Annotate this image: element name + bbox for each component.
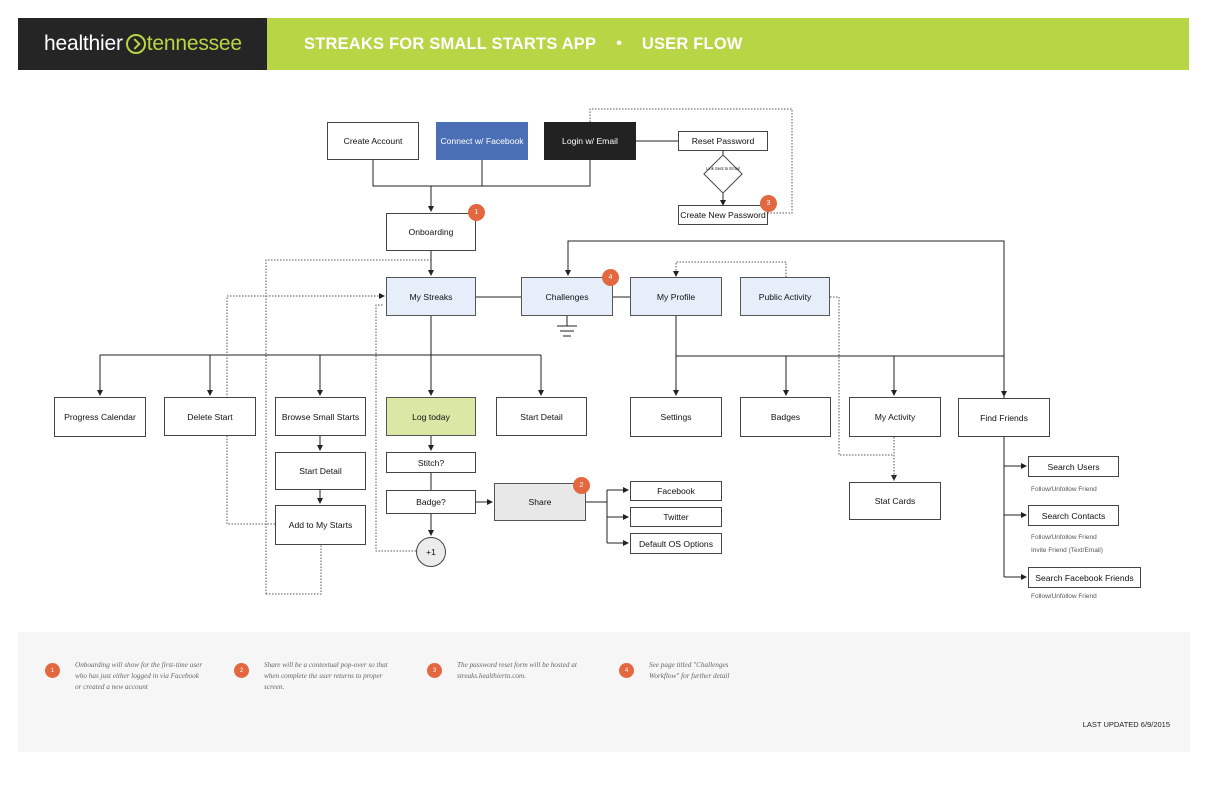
login-email-node: Login w/ Email (544, 122, 636, 160)
search-contacts-subnote: Follow/Unfollow Friend (1031, 534, 1097, 541)
note-1-badge: 1 (45, 663, 60, 678)
connect-facebook-node: Connect w/ Facebook (436, 122, 528, 160)
title-separator: • (616, 35, 622, 52)
badges-node: Badges (740, 397, 831, 437)
logo: healthier tennessee (44, 32, 242, 56)
stitch-node: Stitch? (386, 452, 476, 473)
create-account-node: Create Account (327, 122, 419, 160)
logo-word-tennessee: tennessee (146, 32, 242, 55)
note-1-text: Onboarding will show for the first-time … (75, 661, 203, 692)
logo-word-healthier: healthier (44, 32, 123, 55)
plus-one-node: +1 (416, 537, 446, 567)
settings-node: Settings (630, 397, 722, 437)
page-title: STREAKS FOR SMALL STARTS APP (304, 34, 597, 53)
public-activity-node: Public Activity (740, 277, 830, 316)
progress-calendar-node: Progress Calendar (54, 397, 146, 437)
create-new-password-node: Create New Password (678, 205, 768, 225)
log-today-node: Log today (386, 397, 476, 436)
reset-password-node: Reset Password (678, 131, 768, 151)
marker-1: 1 (468, 204, 485, 221)
footer-notes: 1 Onboarding will show for the first-tim… (18, 632, 1190, 752)
add-to-my-starts-node: Add to My Starts (275, 505, 366, 545)
default-os-share-node: Default OS Options (630, 533, 722, 554)
my-activity-node: My Activity (849, 397, 941, 437)
challenges-node: Challenges (521, 277, 613, 316)
note-4-badge: 4 (619, 663, 634, 678)
page-subtitle: USER FLOW (641, 34, 743, 53)
note-2-badge: 2 (234, 663, 249, 678)
link-sent-label: Link Sent to Email (706, 166, 740, 171)
note-3-badge: 3 (427, 663, 442, 678)
logo-block: healthier tennessee (18, 18, 267, 70)
delete-start-node: Delete Start (164, 397, 256, 436)
browse-small-starts-node: Browse Small Starts (275, 397, 366, 436)
find-friends-node: Find Friends (958, 398, 1050, 437)
note-4-text: See page titled "Challenges Workflow" fo… (649, 661, 730, 681)
marker-4: 4 (602, 269, 619, 286)
badge-question-node: Badge? (386, 490, 476, 514)
search-users-node: Search Users (1028, 456, 1119, 477)
search-users-subnote: Follow/Unfollow Friend (1031, 486, 1097, 493)
marker-3: 3 (760, 195, 777, 212)
start-detail-node: Start Detail (496, 397, 587, 436)
search-contacts-node: Search Contacts (1028, 505, 1119, 526)
search-facebook-friends-node: Search Facebook Friends (1028, 567, 1141, 588)
note-2-text: Share will be a contextual pop-over so t… (264, 661, 388, 692)
my-profile-node: My Profile (630, 277, 722, 316)
search-facebook-subnote: Follow/Unfollow Friend (1031, 593, 1097, 600)
stat-cards-node: Stat Cards (849, 482, 941, 520)
start-detail-browse-node: Start Detail (275, 452, 366, 490)
share-node: Share (494, 483, 586, 521)
onboarding-node: Onboarding (386, 213, 476, 251)
last-updated: LAST UPDATED 6/9/2015 (1082, 720, 1170, 729)
search-contacts-invite-subnote: Invite Friend (Text/Email) (1031, 547, 1103, 554)
my-streaks-node: My Streaks (386, 277, 476, 316)
twitter-share-node: Twitter (630, 507, 722, 527)
marker-2: 2 (573, 477, 590, 494)
facebook-share-node: Facebook (630, 481, 722, 501)
note-3-text: The password reset form will be hosted a… (457, 661, 577, 681)
title-bar: STREAKS FOR SMALL STARTS APP • USER FLOW (267, 18, 1189, 70)
logo-arrow-icon (125, 34, 146, 54)
